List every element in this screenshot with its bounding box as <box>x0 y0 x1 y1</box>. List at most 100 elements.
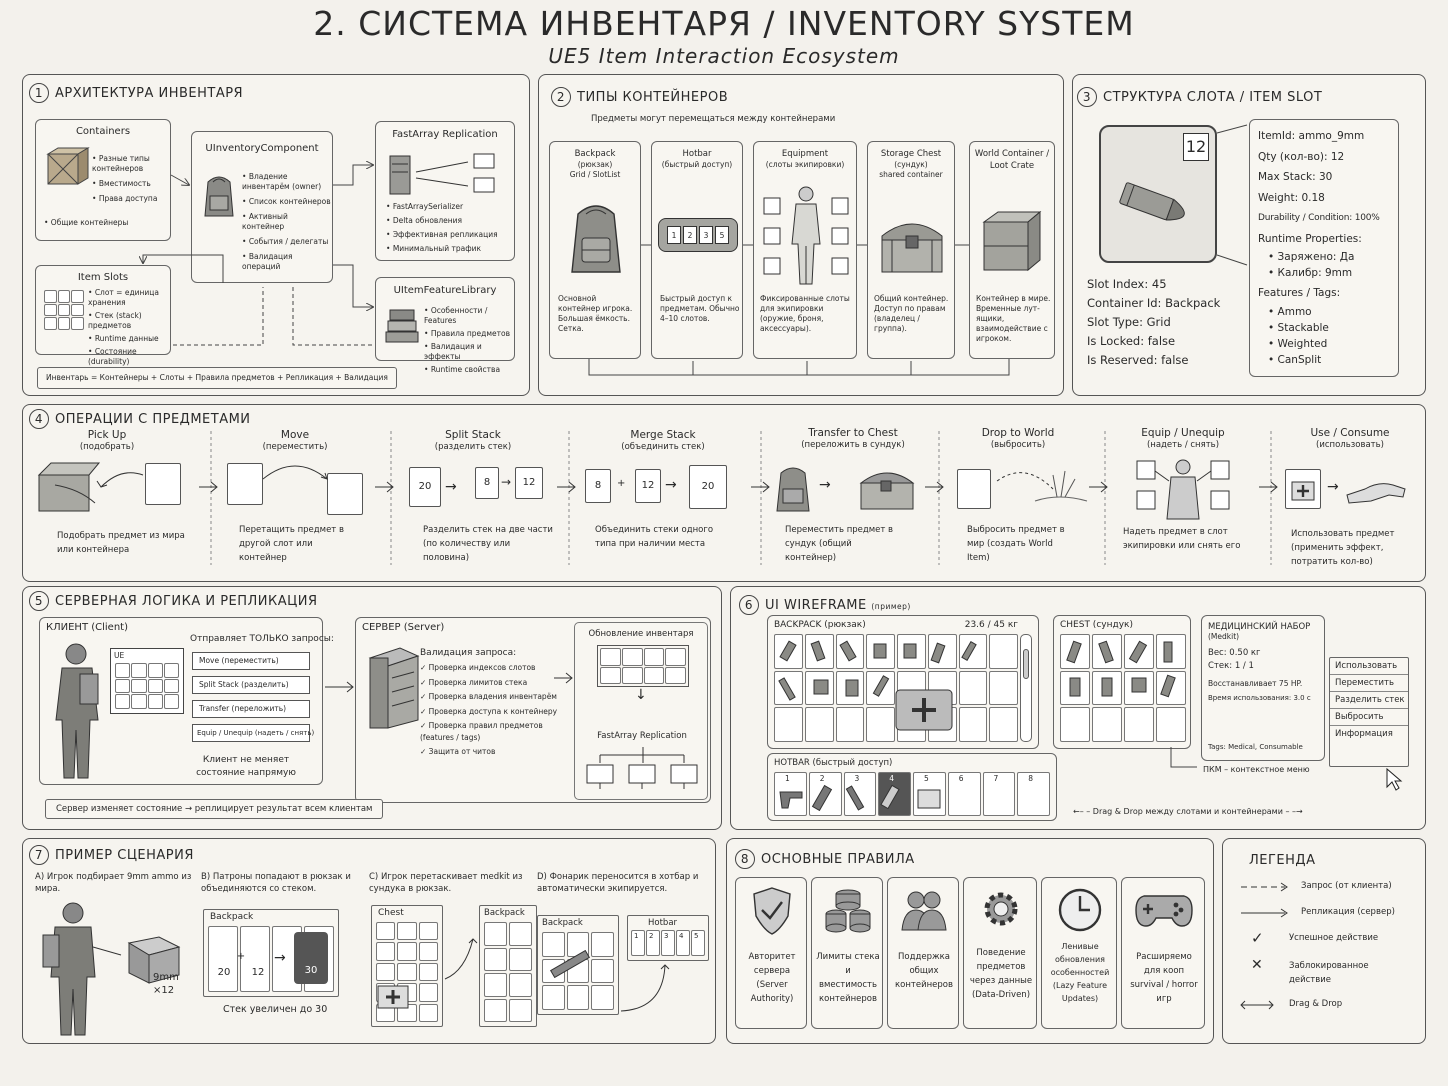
request-transfer[interactable]: Transfer (переложить) <box>192 700 310 718</box>
client-requests-title: Отправляет ТОЛЬКО запросы: <box>190 634 334 644</box>
validation-check: Проверка лимитов стека <box>429 678 528 687</box>
section-title: СЕРВЕРНАЯ ЛОГИКА И РЕПЛИКАЦИЯ <box>55 594 318 609</box>
merge-slot[interactable]: 12 <box>635 469 661 503</box>
inventory-update-label: Обновление инвентаря <box>575 629 707 639</box>
stack-value: 20 <box>212 966 236 980</box>
check-icon: ✓ <box>420 663 429 672</box>
split-arrow: → <box>501 475 511 489</box>
slot-prop: Slot Type: Grid <box>1087 313 1220 332</box>
cross-icon: ✕ <box>1251 957 1263 973</box>
double-arrow-icon <box>1239 999 1275 1011</box>
validation-check: Защита от читов <box>429 747 496 756</box>
server-update-box: Обновление инвентаря ↓ FastArray Replica… <box>574 622 708 800</box>
section-number: 6 <box>739 595 759 615</box>
merge-arrow: → <box>665 477 677 493</box>
slot-prop: Is Locked: false <box>1087 332 1220 351</box>
op-desc: Переместить предмет в сундук (общий конт… <box>785 523 905 565</box>
drop-ground-icon <box>995 461 1091 509</box>
item-prop: ItemId: ammo_9mm <box>1258 126 1390 147</box>
menu-drop[interactable]: Выбросить <box>1330 709 1408 726</box>
scenario-backpack-1: Backpack 20 + 12 → 30 <box>203 909 339 997</box>
chest-to-backpack-arrow <box>443 929 483 989</box>
medkit-icon <box>1290 476 1316 502</box>
move-slot-to[interactable] <box>327 473 363 515</box>
pickup-arrow <box>95 469 147 493</box>
section-title: СТРУКТУРА СЛОТА / ITEM SLOT <box>1103 90 1322 105</box>
drop-slot[interactable] <box>957 469 991 509</box>
scrollbar-thumb[interactable] <box>1023 649 1029 679</box>
section-title: ПРИМЕР СЦЕНАРИЯ <box>55 848 194 863</box>
runtime-prop: Калибр: 9mm <box>1268 265 1390 281</box>
split-slot[interactable]: 20 <box>409 467 441 507</box>
hotbar-slot: 1 <box>631 930 645 956</box>
scenario-bp2-grid <box>484 922 532 1022</box>
backpack-to-hotbar-arrow <box>619 959 679 1019</box>
rule-text: Лимиты стека и вместимость контейнеров <box>816 950 880 1006</box>
tooltip-time: Время использования: 3.0 с <box>1208 693 1318 703</box>
wire-chest-panel: CHEST (сундук) <box>1053 615 1191 749</box>
item-tooltip: МЕДИЦИНСКИЙ НАБОР (Medkit) Вес: 0.50 кг … <box>1201 615 1325 761</box>
split-slot[interactable]: 8 <box>475 467 499 499</box>
rmb-bracket <box>1169 747 1199 777</box>
architecture-arrows <box>23 75 531 397</box>
request-move[interactable]: Move (переместить) <box>192 652 310 670</box>
rule-lazy-updates: Ленивые обновления особенностей (Lazy Fe… <box>1041 877 1117 1029</box>
scenario-chest: Chest <box>371 905 443 1027</box>
op-desc: Разделить стек на две части (по количест… <box>423 523 553 565</box>
move-slot-from[interactable] <box>227 463 263 505</box>
monitors-icon <box>583 747 703 793</box>
menu-move[interactable]: Переместить <box>1330 675 1408 692</box>
section-container-types: 2ТИПЫ КОНТЕЙНЕРОВ Предметы могут перемещ… <box>538 74 1064 396</box>
backpack-scrollbar[interactable] <box>1020 634 1032 742</box>
ammo-label: 9mm ×12 <box>153 971 179 997</box>
legend-item: Репликация (сервер) <box>1301 907 1395 917</box>
server-box: СЕРВЕР (Server) Валидация запроса: ✓ Про… <box>355 617 711 803</box>
check-icon: ✓ <box>420 747 429 756</box>
split-slot[interactable]: 12 <box>515 467 543 499</box>
menu-use[interactable]: Использовать <box>1330 658 1408 675</box>
users-icon <box>900 886 948 934</box>
transfer-backpack-icon <box>773 463 813 515</box>
rule-extensible: Расширяемо для кооп survival / horror иг… <box>1121 877 1205 1029</box>
move-arrow <box>259 459 331 489</box>
container-arrows <box>539 75 1065 397</box>
dnd-arrow-icon: ←– – <box>1073 807 1093 816</box>
feature-tag: Ammo <box>1268 304 1390 320</box>
stack-note: Стек увеличен до 30 <box>223 1005 327 1015</box>
transfer-chest-icon <box>859 467 915 511</box>
scenario-a: A) Игрок подбирает 9mm ammo из мира. <box>35 871 195 895</box>
request-equip[interactable]: Equip / Unequip (надеть / снять) <box>192 724 310 742</box>
section-architecture: 1АРХИТЕКТУРА ИНВЕНТАРЯ Containers Разные… <box>22 74 530 396</box>
rule-text: Авторитет сервера (Server Authority) <box>740 950 804 1006</box>
hotbar-slot: 3 <box>661 930 675 956</box>
backpack-items-icons <box>774 634 1018 742</box>
player-crate-icon <box>33 897 193 1039</box>
server-rack-icon <box>364 646 420 732</box>
merge-slot[interactable]: 20 <box>689 465 727 509</box>
section-title-sub: (пример) <box>871 602 910 611</box>
hotbar-label: Hotbar <box>648 918 677 928</box>
chest-label: Chest <box>378 908 404 918</box>
menu-info[interactable]: Информация <box>1330 726 1408 742</box>
feature-tag: Weighted <box>1268 336 1390 352</box>
op-desc: Перетащить предмет в другой слот или кон… <box>239 523 349 565</box>
rule-text: Поведение предметов через данные (Data-D… <box>968 946 1034 1002</box>
merge-slot[interactable]: 8 <box>585 469 611 503</box>
request-split[interactable]: Split Stack (разделить) <box>192 676 310 694</box>
medkit-icon <box>376 980 410 1010</box>
rule-text: Ленивые обновления особенностей (Lazy Fe… <box>1045 940 1115 1005</box>
equip-body-icon <box>1133 457 1233 521</box>
client-ui-preview: UE <box>110 648 184 714</box>
validation-title: Валидация запроса: <box>420 648 516 658</box>
rule-text: Поддержка общих контейнеров <box>892 950 956 992</box>
slot-preview[interactable]: 12 <box>1099 125 1217 263</box>
pickup-slot[interactable] <box>145 463 181 505</box>
menu-split[interactable]: Разделить стек <box>1330 692 1408 709</box>
use-medkit-slot[interactable] <box>1285 469 1321 509</box>
down-arrow: ↓ <box>635 687 647 703</box>
slot-prop: Slot Index: 45 <box>1087 275 1220 294</box>
wire-backpack-panel: BACKPACK (рюкзак) 23.6 / 45 кг <box>767 615 1039 749</box>
item-prop: Weight: 0.18 <box>1258 188 1390 209</box>
slot-prop: Is Reserved: false <box>1087 351 1220 370</box>
